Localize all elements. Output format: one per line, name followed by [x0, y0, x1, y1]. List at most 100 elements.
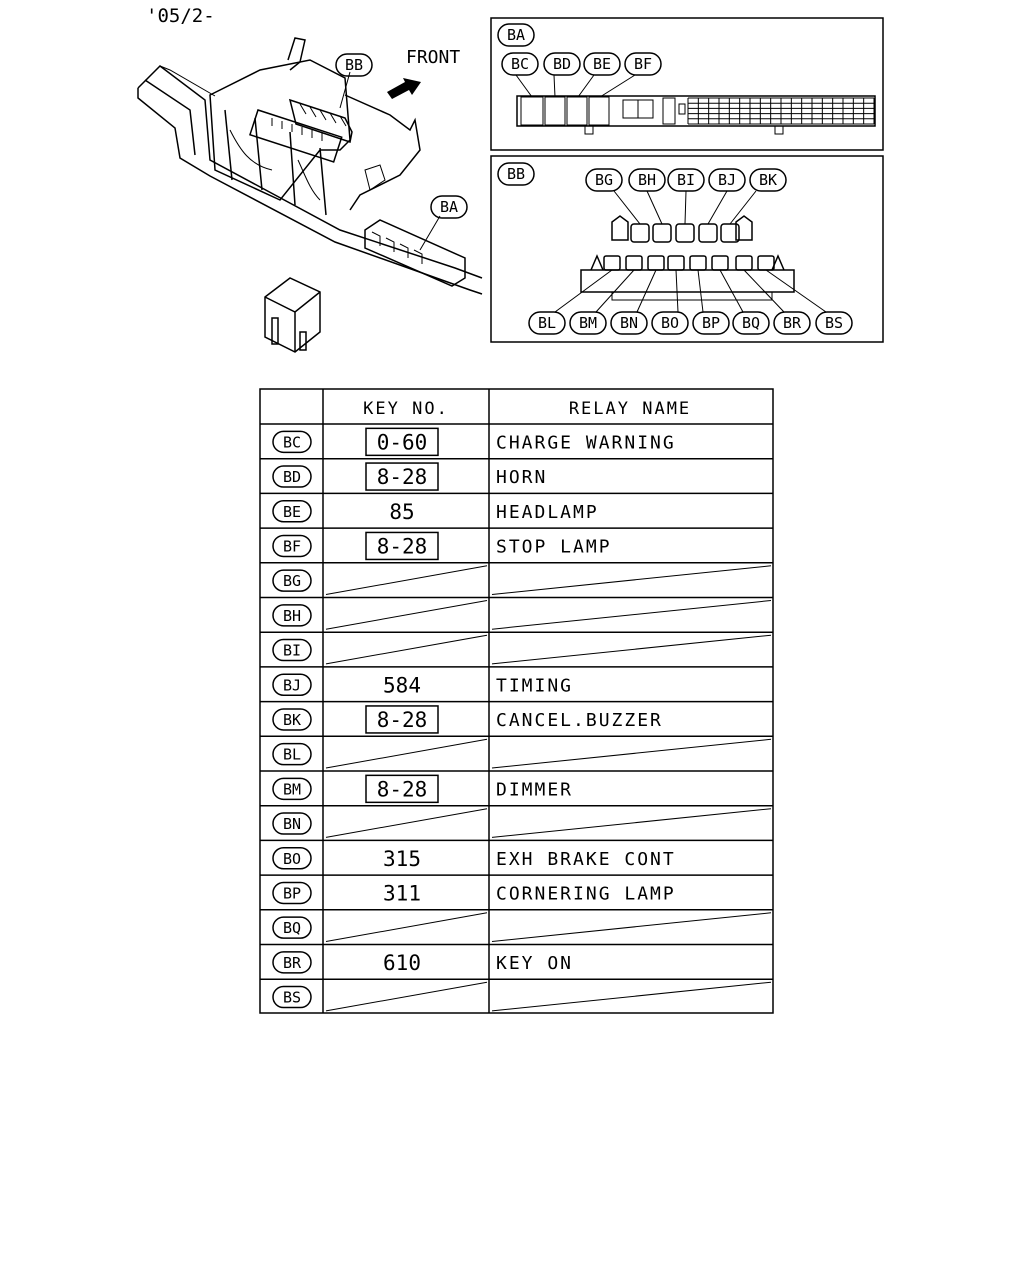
row-code-bp: BP [272, 881, 312, 905]
panel-ba-title: BA [507, 26, 525, 44]
row-relay-name: HEADLAMP [496, 502, 599, 523]
blank-name-slash [491, 981, 772, 1012]
svg-text:BJ: BJ [283, 676, 301, 694]
key-box [365, 705, 439, 734]
svg-text:BG: BG [283, 572, 301, 590]
svg-text:BS: BS [283, 989, 301, 1007]
svg-text:BD: BD [283, 468, 301, 486]
row-code-bd: BD [272, 465, 312, 488]
row-relay-name: KEY ON [496, 953, 573, 974]
row-code-bs: BS [272, 985, 312, 1009]
blank-name-slash [491, 738, 772, 769]
panel-bb-label-bj: BJ [708, 168, 746, 192]
svg-text:BK: BK [759, 171, 777, 189]
row-key-no: 315 [383, 847, 421, 871]
relay-unit-icon [264, 277, 321, 353]
blank-key-slash [325, 738, 488, 769]
header-key-no: KEY NO. [363, 399, 449, 419]
panel-ba-label-bc: BC [501, 52, 539, 76]
svg-text:BN: BN [283, 815, 301, 833]
svg-text:BK: BK [283, 711, 301, 729]
row-code-bn: BN [272, 812, 312, 835]
blank-key-slash [325, 634, 488, 665]
blank-key-slash [325, 600, 488, 630]
svg-text:BI: BI [677, 171, 695, 189]
svg-text:BE: BE [593, 55, 611, 73]
key-box [365, 774, 439, 804]
panel-ba-label-bf: BF [624, 52, 662, 76]
table-row: BI [260, 634, 773, 668]
blank-name-slash [491, 808, 772, 838]
blank-name-slash [491, 912, 772, 942]
table-row: BG [260, 565, 773, 599]
row-code-bg: BG [272, 569, 312, 592]
svg-text:BG: BG [595, 171, 613, 189]
row-key-no: 311 [383, 881, 421, 905]
row-key-no: 85 [389, 500, 414, 524]
panel-ba-label-be: BE [583, 52, 621, 76]
panel-bb-label-bl: BL [528, 311, 566, 335]
row-key-no: 8-28 [377, 708, 428, 732]
row-key-no: 584 [383, 673, 421, 697]
svg-text:BJ: BJ [718, 171, 736, 189]
row-relay-name: STOP LAMP [496, 536, 612, 557]
svg-text:BQ: BQ [742, 314, 760, 332]
svg-text:BR: BR [783, 314, 802, 332]
row-key-no: 8-28 [377, 534, 428, 558]
panel-bb-label-bi: BI [667, 168, 705, 192]
blank-key-slash [325, 808, 488, 838]
svg-text:BM: BM [579, 314, 597, 332]
row-relay-name: CHARGE WARNING [496, 432, 676, 453]
panel-ba-label-bd: BD [543, 52, 581, 76]
row-relay-name: TIMING [496, 675, 573, 696]
blank-name-slash [491, 600, 772, 630]
row-code-bi: BI [272, 638, 312, 662]
table-row: BL [260, 738, 773, 772]
panel-bb-label-bo: BO [651, 311, 689, 335]
table-row: BQ [260, 912, 773, 946]
panel-bb-label-bp: BP [692, 311, 730, 335]
frame-drawing [137, 37, 483, 295]
table-row: BS [272, 981, 772, 1012]
table-row: BN [260, 808, 773, 842]
row-relay-name: EXH BRAKE CONT [496, 849, 676, 870]
table-row: BK 8-28 CANCEL.BUZZER [260, 705, 773, 738]
row-code-bo: BO [272, 847, 312, 870]
svg-text:BO: BO [661, 314, 679, 332]
panel-bb-label-bk: BK [749, 168, 787, 192]
svg-text:BR: BR [283, 954, 302, 972]
blank-key-slash [325, 565, 488, 595]
blank-key-slash [325, 981, 488, 1012]
row-code-bq: BQ [272, 916, 312, 939]
row-code-be: BE [272, 500, 312, 523]
svg-text:BP: BP [283, 884, 301, 902]
row-code-bl: BL [272, 742, 312, 766]
row-relay-name: CANCEL.BUZZER [496, 710, 663, 731]
callout-bb: BB [335, 53, 373, 77]
front-arrow-icon [387, 78, 421, 99]
panel-bb-label-bq: BQ [732, 311, 770, 335]
svg-text:BF: BF [283, 537, 301, 555]
row-relay-name: DIMMER [496, 779, 573, 800]
table-row: BJ 584 TIMING [260, 673, 773, 703]
svg-text:BQ: BQ [283, 919, 301, 937]
svg-text:BM: BM [283, 780, 301, 798]
row-code-br: BR [272, 951, 312, 974]
row-code-bk: BK [272, 708, 312, 731]
key-box [365, 531, 439, 561]
table-row: BE 85 HEADLAMP [260, 500, 773, 529]
row-code-bh: BH [272, 604, 312, 627]
panel-bb-label-bs: BS [815, 311, 853, 335]
row-code-bm: BM [272, 777, 312, 801]
svg-text:BD: BD [553, 55, 571, 73]
table-row: BF 8-28 STOP LAMP [260, 531, 773, 564]
blank-key-slash [325, 912, 488, 942]
date-code: '05/2- [146, 5, 215, 27]
panel-bb-label-bn: BN [610, 311, 648, 335]
svg-text:BS: BS [825, 314, 843, 332]
